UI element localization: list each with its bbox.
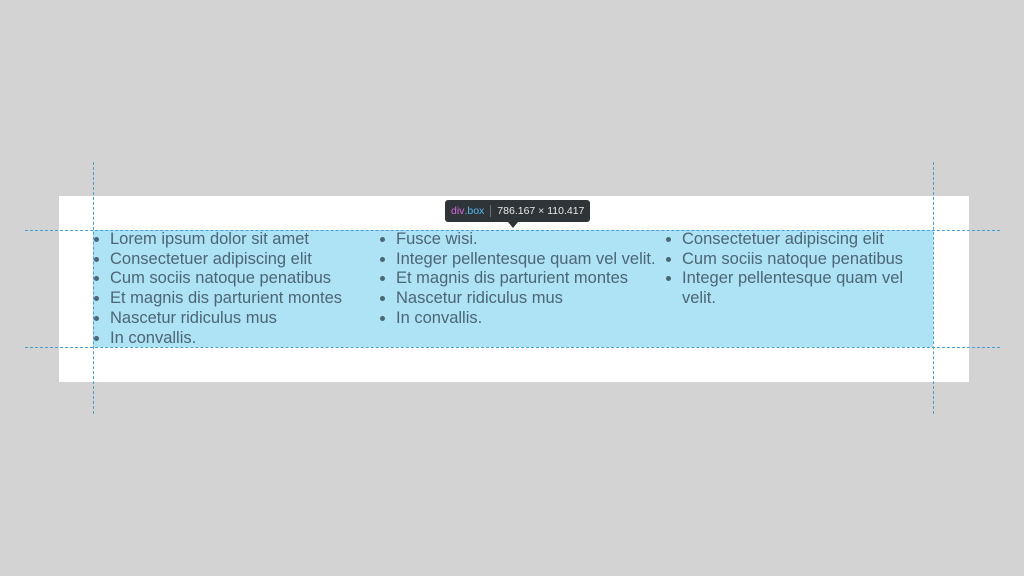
element-highlight-overlay xyxy=(93,230,933,347)
column-1: Lorem ipsum dolor sit amet Consectetuer … xyxy=(93,230,379,347)
list-item: In convallis. xyxy=(396,309,665,329)
column-3: Consectetuer adipiscing elit Cum sociis … xyxy=(665,230,933,347)
tooltip-dimensions: 786.167 × 110.417 xyxy=(497,205,585,217)
guide-line-bottom xyxy=(25,347,1000,348)
guide-line-left xyxy=(93,162,94,414)
list-item: Fusce wisi. xyxy=(396,230,665,250)
list-column-1: Lorem ipsum dolor sit amet Consectetuer … xyxy=(93,230,379,348)
list-item: Integer pellentesque quam vel velit. xyxy=(682,269,933,308)
list-item: Et magnis dis parturient montes xyxy=(396,269,665,289)
list-item: Integer pellentesque quam vel velit. xyxy=(396,250,665,270)
list-item: Consectetuer adipiscing elit xyxy=(682,230,933,250)
list-item: Cum sociis natoque penatibus xyxy=(110,269,379,289)
list-item: Nascetur ridiculus mus xyxy=(110,309,379,329)
tooltip-class-name: .box xyxy=(464,205,485,217)
list-item: In convallis. xyxy=(110,329,379,349)
list-item: Et magnis dis parturient montes xyxy=(110,289,379,309)
guide-line-right xyxy=(933,162,934,414)
list-item: Nascetur ridiculus mus xyxy=(396,289,665,309)
list-item: Consectetuer adipiscing elit xyxy=(110,250,379,270)
element-inspector-tooltip: div.box 786.167 × 110.417 xyxy=(445,200,591,222)
list-item: Lorem ipsum dolor sit amet xyxy=(110,230,379,250)
list-column-2: Fusce wisi. Integer pellentesque quam ve… xyxy=(379,230,665,329)
list-column-3: Consectetuer adipiscing elit Cum sociis … xyxy=(665,230,933,309)
tooltip-arrow-icon xyxy=(508,222,518,228)
column-2: Fusce wisi. Integer pellentesque quam ve… xyxy=(379,230,665,347)
guide-line-top xyxy=(25,230,1000,231)
tooltip-tag-name: div xyxy=(451,205,465,217)
list-item: Cum sociis natoque penatibus xyxy=(682,250,933,270)
box-columns: Lorem ipsum dolor sit amet Consectetuer … xyxy=(93,230,933,347)
tooltip-divider xyxy=(490,205,492,217)
